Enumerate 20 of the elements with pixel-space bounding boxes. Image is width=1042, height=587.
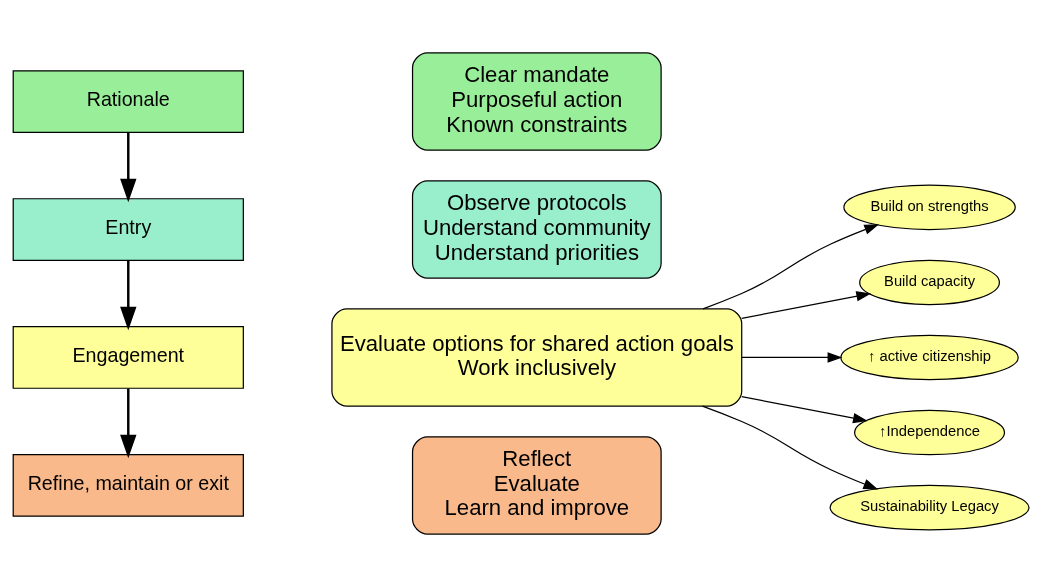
node-ellipse: Sustainability Legacy bbox=[829, 484, 1030, 531]
arrow bbox=[741, 396, 868, 424]
arrow bbox=[120, 388, 137, 459]
arrow bbox=[741, 352, 843, 363]
node-box: Reflect Evaluate Learn and improve bbox=[411, 436, 662, 535]
arrow bbox=[702, 224, 880, 310]
node-ellipse: ↑ active citizenship bbox=[840, 334, 1019, 381]
arrow bbox=[120, 260, 137, 331]
arrow bbox=[741, 291, 872, 319]
node-box: Observe protocols Understand community Understand priorities bbox=[411, 180, 662, 279]
node-box: Engagement bbox=[12, 326, 244, 389]
node-box: Rationale bbox=[12, 70, 244, 133]
arrow bbox=[120, 132, 137, 203]
node-box: Refine, maintain or exit bbox=[12, 454, 244, 517]
arrow bbox=[701, 405, 879, 490]
node-box: Entry bbox=[12, 198, 244, 261]
node-box: Evaluate options for shared action goals Work inclusively bbox=[331, 308, 743, 407]
node-ellipse: Build capacity bbox=[859, 259, 1001, 306]
node-ellipse: Build on strengths bbox=[843, 184, 1016, 231]
node-box: Clear mandate Purposeful action Known constraints bbox=[411, 52, 662, 151]
